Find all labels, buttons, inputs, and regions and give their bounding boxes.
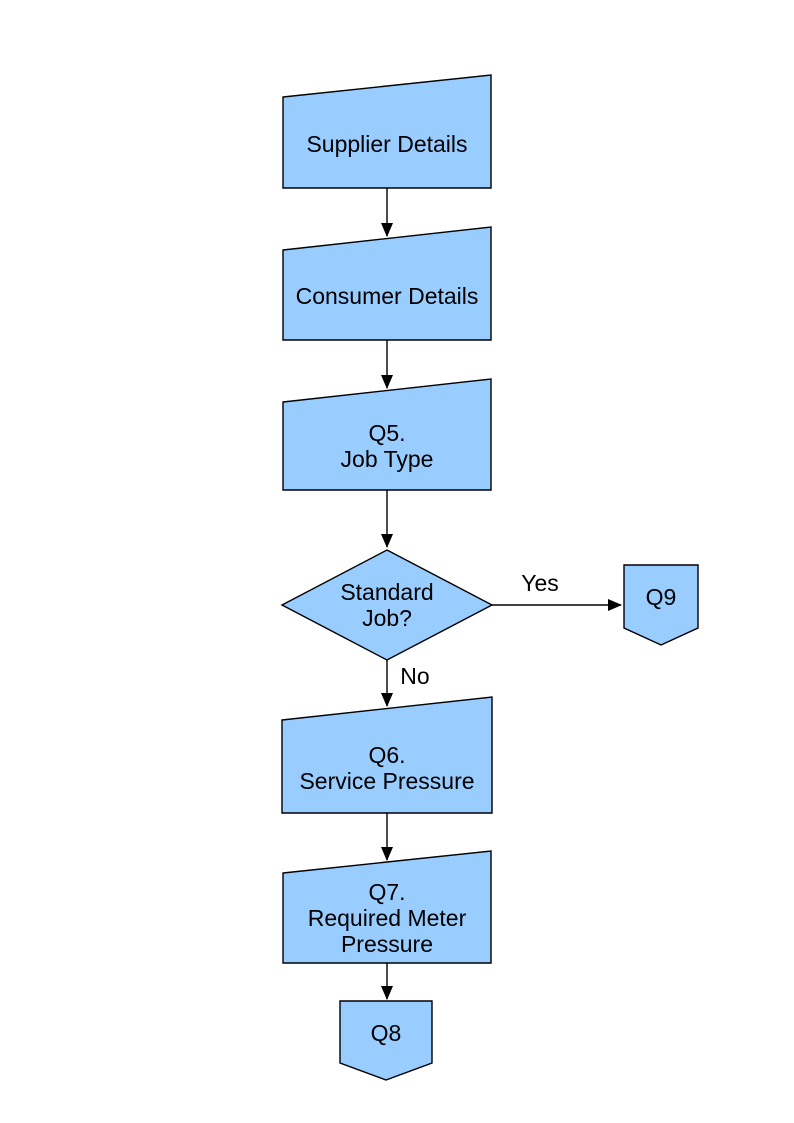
node-q7-required-meter-pressure-shape	[282, 850, 492, 964]
edge-label-yes: Yes	[521, 570, 559, 596]
node-q8-connector-shape	[339, 1000, 433, 1081]
node-q9-connector-shape	[623, 564, 699, 646]
node-q6-service-pressure-shape	[281, 696, 493, 814]
node-consumer-details-shape	[282, 226, 492, 341]
edge-label-no: No	[400, 663, 430, 689]
node-supplier-details-shape	[282, 74, 492, 189]
node-standard-job-decision-shape	[280, 549, 494, 661]
node-q5-job-type-shape	[282, 378, 492, 491]
